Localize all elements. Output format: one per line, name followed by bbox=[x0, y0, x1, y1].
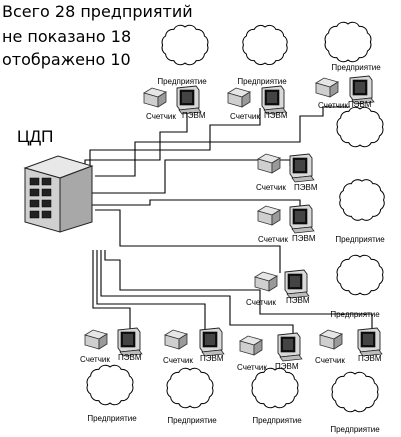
central-dispatch-label: ЦДП bbox=[17, 127, 54, 146]
enterprise-label: Предприятие bbox=[330, 425, 380, 434]
meter-label: Счетчик bbox=[237, 363, 267, 372]
enterprise-label: Предприятие bbox=[237, 77, 287, 86]
shown-enterprises-text: отображено 10 bbox=[2, 50, 131, 69]
meter-icon bbox=[315, 77, 339, 98]
meter-label: Счетчик bbox=[256, 183, 286, 192]
pc-monitor-icon bbox=[117, 327, 143, 357]
pc-monitor-icon bbox=[199, 327, 225, 357]
pc-monitor-icon bbox=[284, 269, 310, 299]
pc-label: ПЭВМ bbox=[286, 296, 310, 305]
connection-line bbox=[89, 108, 261, 168]
meter-icon bbox=[254, 271, 278, 292]
pc-monitor-icon bbox=[349, 75, 375, 105]
meter-icon bbox=[227, 87, 251, 108]
meter-label: Счетчик bbox=[258, 235, 288, 244]
pc-label: ПЭВМ bbox=[118, 353, 142, 362]
meter-icon bbox=[319, 329, 343, 350]
enterprise-label: Предприятие bbox=[87, 414, 137, 423]
enterprise-cloud bbox=[161, 24, 209, 66]
pc-label: ПЭВМ bbox=[348, 100, 372, 109]
meter-icon bbox=[143, 87, 167, 108]
enterprise-cloud bbox=[324, 21, 372, 63]
meter-icon bbox=[257, 205, 281, 226]
meter-icon bbox=[239, 335, 263, 356]
meter-label: Счетчик bbox=[230, 112, 260, 121]
pc-label: ПЭВМ bbox=[275, 362, 299, 371]
connection-line bbox=[96, 250, 206, 330]
pc-monitor-icon bbox=[289, 153, 315, 183]
meter-icon bbox=[84, 329, 108, 350]
pc-monitor-icon bbox=[357, 327, 383, 357]
enterprise-label: Предприятие bbox=[167, 416, 217, 425]
pc-label: ПЭВМ bbox=[264, 111, 288, 120]
pc-monitor-icon bbox=[289, 204, 315, 234]
pc-label: ПЭВМ bbox=[292, 234, 316, 243]
meter-icon bbox=[164, 329, 188, 350]
meter-label: Счетчик bbox=[318, 101, 348, 110]
pc-monitor-icon bbox=[277, 332, 303, 362]
meter-label: Счетчик bbox=[315, 356, 345, 365]
meter-icon bbox=[257, 153, 281, 174]
hidden-enterprises-text: не показано 18 bbox=[2, 27, 132, 46]
central-server-icon bbox=[23, 155, 94, 233]
pc-label: ПЭВМ bbox=[294, 183, 318, 192]
connection-lines bbox=[84, 106, 373, 336]
enterprise-label: Предприятие bbox=[331, 63, 381, 72]
enterprise-cloud bbox=[86, 364, 134, 406]
connection-line bbox=[100, 250, 294, 336]
enterprise-cloud bbox=[166, 367, 214, 409]
pc-monitor-icon bbox=[261, 85, 287, 115]
enterprise-label: Предприятие bbox=[330, 310, 380, 319]
pc-monitor-icon bbox=[176, 85, 202, 115]
enterprise-clouds bbox=[86, 21, 385, 413]
connection-line bbox=[95, 209, 281, 273]
enterprise-cloud bbox=[331, 371, 379, 413]
meter-label: Счетчик bbox=[146, 112, 176, 121]
pc-label: ПЭВМ bbox=[182, 111, 206, 120]
pc-label: ПЭВМ bbox=[358, 354, 382, 363]
meter-label: Счетчик bbox=[246, 298, 276, 307]
meter-label: Счетчик bbox=[80, 355, 110, 364]
enterprise-cloud bbox=[242, 24, 288, 66]
enterprise-cloud bbox=[251, 367, 299, 409]
enterprise-cloud bbox=[336, 106, 384, 148]
total-enterprises-text: Всего 28 предприятий bbox=[2, 2, 193, 21]
enterprise-label: Предприятие bbox=[252, 416, 302, 425]
meter-label: Счетчик bbox=[163, 356, 193, 365]
connection-line bbox=[92, 250, 131, 330]
connection-line bbox=[95, 106, 350, 177]
enterprise-cloud bbox=[336, 254, 384, 296]
connection-line bbox=[104, 250, 373, 330]
pc-label: ПЭВМ bbox=[200, 354, 224, 363]
enterprise-cloud bbox=[339, 179, 385, 221]
enterprise-label: Предприятие bbox=[157, 77, 207, 86]
connection-line bbox=[84, 110, 188, 172]
enterprise-label: Предприятие bbox=[335, 235, 385, 244]
